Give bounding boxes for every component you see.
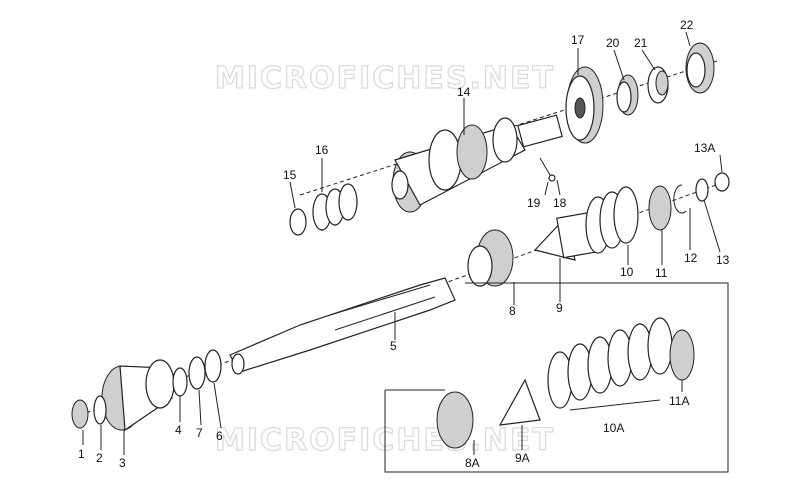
label-21: 21 — [634, 36, 648, 50]
label-5: 5 — [390, 339, 397, 353]
cluster-gear-14 — [391, 114, 563, 213]
label-13A: 13A — [694, 141, 715, 155]
bearing-20 — [616, 74, 639, 116]
mainshaft-assembly — [71, 172, 731, 432]
ring-4 — [172, 367, 188, 397]
ball-19 — [548, 174, 556, 182]
leader-lines — [82, 31, 723, 455]
lockwasher-2 — [93, 395, 107, 425]
nut-22 — [685, 42, 715, 94]
washer-15 — [289, 208, 307, 236]
pin-18 — [539, 157, 551, 176]
mainshaft-5 — [229, 277, 456, 375]
kit-frame — [384, 282, 729, 473]
bushing-21 — [647, 66, 669, 104]
cup-11 — [648, 185, 672, 231]
alternate-kit-box — [384, 282, 729, 473]
spring-10 — [585, 186, 639, 254]
spring-10A — [547, 317, 673, 409]
label-19: 19 — [527, 196, 541, 210]
washer-16c — [338, 183, 358, 221]
label-7: 7 — [196, 426, 203, 440]
label-6: 6 — [216, 429, 223, 443]
label-16: 16 — [315, 143, 329, 157]
label-4: 4 — [175, 423, 182, 437]
label-10: 10 — [620, 265, 634, 279]
label-3: 3 — [119, 456, 126, 470]
watermark-top: MICROFICHES.NET — [215, 61, 555, 96]
label-12: 12 — [684, 251, 698, 265]
washer-13 — [695, 178, 709, 202]
ring-7 — [188, 356, 206, 390]
pinion-8 — [467, 229, 514, 287]
label-9: 9 — [556, 301, 563, 315]
label-20: 20 — [606, 36, 620, 50]
label-2: 2 — [96, 451, 103, 465]
label-14: 14 — [457, 85, 471, 99]
circlip-12 — [673, 184, 687, 214]
gear-3 — [101, 359, 175, 432]
watermark-bottom: MICROFICHES.NET — [215, 423, 555, 458]
washer-13A — [714, 172, 730, 192]
label-17: 17 — [571, 33, 585, 47]
part-labels: 1 2 3 4 5 6 7 8 8A 9 9A 10 10A 11 11A 12… — [78, 18, 730, 470]
label-13: 13 — [716, 253, 730, 267]
label-8: 8 — [509, 304, 516, 318]
nut-1 — [71, 399, 89, 429]
label-11A: 11A — [669, 394, 689, 408]
cup-11A — [669, 329, 695, 381]
label-15: 15 — [283, 168, 297, 182]
label-1: 1 — [78, 447, 85, 461]
label-11: 11 — [655, 266, 668, 280]
label-18: 18 — [553, 196, 567, 210]
label-8A: 8A — [465, 456, 480, 470]
gear-17 — [565, 66, 604, 144]
layshaft-assembly — [289, 42, 721, 236]
label-22: 22 — [680, 18, 694, 32]
bevel-9A — [498, 378, 541, 426]
ring-6 — [204, 349, 222, 383]
label-10A: 10A — [603, 421, 624, 435]
label-9A: 9A — [515, 451, 530, 465]
pinion-8A — [436, 391, 474, 449]
